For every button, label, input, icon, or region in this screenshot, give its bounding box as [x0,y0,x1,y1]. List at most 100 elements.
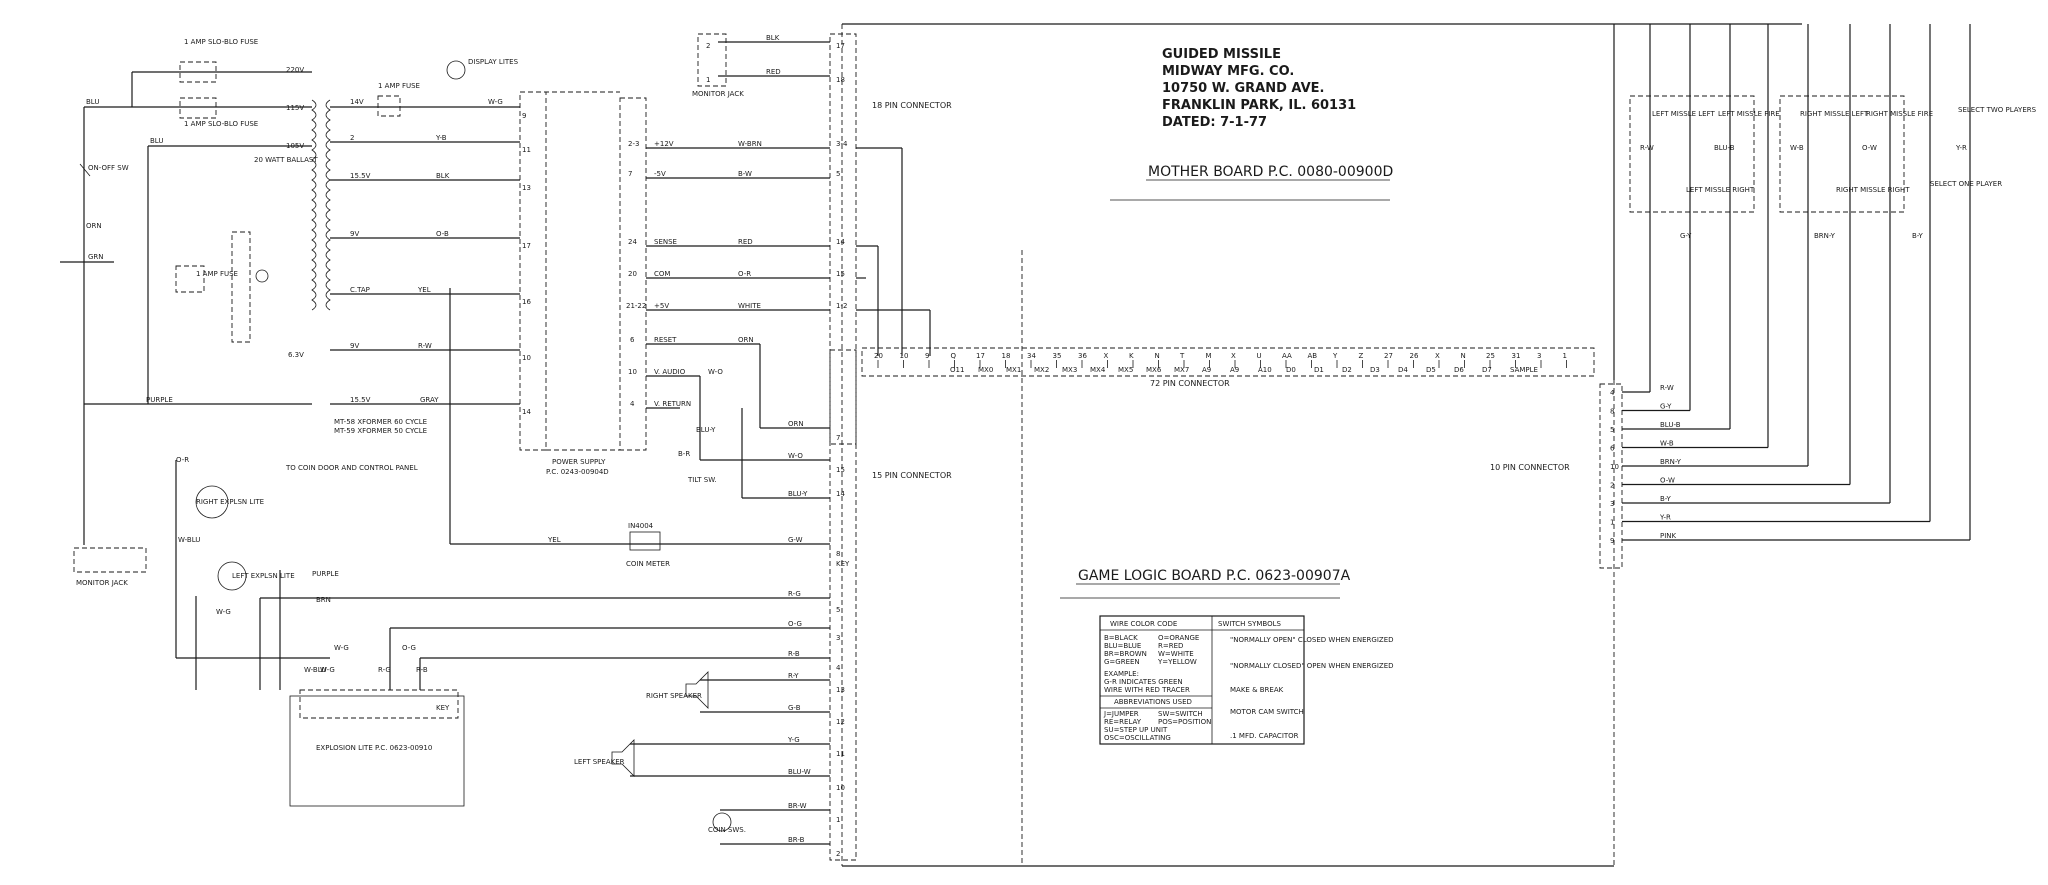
out-pins-1: 2-3 [628,140,639,148]
connector-72-pin: 72 PIN CONNECTOR [861,347,1595,388]
conn10-pin: 3 [1610,500,1614,508]
lbl-o-w: O-W [1862,144,1877,152]
out-pins-6: 6 [630,336,635,344]
pin72-signal: A10 [1258,366,1272,374]
yel-label: YEL [547,536,561,544]
c15-color-13: BR-B [788,836,805,844]
pin72-label: 27 [1384,352,1393,360]
legend-abbrev-l1: J=JUMPER [1103,710,1139,718]
blu-y-label: BLU-Y [696,426,716,434]
out-name-4: COM [654,270,670,278]
mon-conn-1: 17 [836,42,845,50]
coin-sws-label: COIN SWS. [708,826,746,834]
out-color-3: RED [738,238,753,246]
ps-pin-3: 13 [522,184,531,192]
connector-10-label: 10 PIN CONNECTOR [1490,463,1570,472]
connector-72-label: 72 PIN CONNECTOR [1150,379,1230,388]
tap-220v: 220V [286,66,304,74]
tap-label-4: 9V [350,230,359,238]
left-speaker-icon [611,739,635,777]
c15-color-5: R-G [788,590,801,598]
b-r-label: B-R [678,450,690,458]
mains-wiring: BLU BLU ORN GRN PURPLE ON-OFF SW 1 AMP S… [60,33,744,587]
control-panel-switches: LEFT MISSLE LEFT LEFT MISSLE FIRE LEFT M… [1614,23,2037,240]
c15-color-1: ORN [788,420,804,428]
lbl-b-y: B-Y [1912,232,1923,240]
pin72-label: AA [1282,352,1292,360]
c15-color-3: BLU-Y [788,490,808,498]
legend-color-r4: Y=YELLOW [1157,658,1197,666]
c15-color-9: G-B [788,704,801,712]
lbl-y-r: Y-R [1955,144,1967,152]
tap-label-1: 14V [350,98,364,106]
r-g-2-label: R-G [378,666,391,674]
pin72-label: Z [1359,352,1364,360]
fuse-lite-label: 1 AMP FUSE [378,82,420,90]
tap-label-5: C.TAP [350,286,370,294]
legend-example-2: WIRE WITH RED TRACER [1104,686,1190,694]
conn10-pin: 6 [1610,445,1615,453]
sw-left-missile-left: LEFT MISSLE LEFT [1652,110,1715,118]
pin72-label: 34 [1027,352,1036,360]
title-block: GUIDED MISSILE MIDWAY MFG. CO. 10750 W. … [1162,47,1356,130]
sw-select-one: SELECT ONE PLAYER [1930,180,2002,188]
game-logic-title: GAME LOGIC BOARD P.C. 0623-00907A [1060,568,1351,599]
pin72-signal: MX0 [978,366,993,374]
c15-pin-3: 14 [836,490,845,498]
sw-right-missile-left: RIGHT MISSLE LEFT [1800,110,1869,118]
left-expl-label: LEFT EXPLSN LITE [232,572,295,580]
wire-label-6: R-W [418,342,432,350]
pin72-label: T [1179,352,1185,360]
legend-color-l2: BLU=BLUE [1104,642,1141,650]
sw-right-missile-fire: RIGHT MISSLE FIRE [1866,110,1933,118]
pin72-label: N [1461,352,1466,360]
out-name-5: +5V [654,302,669,310]
pin72-label: M [1206,352,1212,360]
monitor-jack-top-label: MONITOR JACK [692,90,744,98]
conn10-color: Y-R [1659,514,1671,522]
right-expl-label: RIGHT EXPLSN LITE [196,498,264,506]
conn10-pin: 1 [1610,519,1614,527]
wire-label-4: O-B [436,230,449,238]
wire-purple: PURPLE [146,396,173,404]
pin72-label: 36 [1078,352,1087,360]
connector-15-pin: 15 PIN CONNECTOR [829,349,952,861]
connector-10-pin: 10 PIN CONNECTOR [1490,383,1623,569]
tilt-label: TILT SW. [687,476,717,484]
pin72-signal: MX2 [1034,366,1049,374]
left-explosion-lamp [217,561,247,591]
pin72-label: 25 [1486,352,1495,360]
tap-115v: 115V [286,104,304,112]
legend-color-l3: BR=BROWN [1104,650,1147,658]
o-r-label: O-R [176,456,189,464]
pin72-signal: A9 [1202,366,1211,374]
title-line-3: 10750 W. GRAND AVE. [1162,81,1325,96]
fuse-top-label: 1 AMP SLO-BLO FUSE [184,38,258,46]
legend-example-1: G-R INDICATES GREEN [1104,678,1183,686]
out-name-1: +12V [654,140,674,148]
pin72-label: 31 [1512,352,1521,360]
c15-pin-8: 13 [836,686,845,694]
legend-color-r3: W=WHITE [1158,650,1194,658]
mon-color-1: BLK [766,34,780,42]
pin72-label: Q [951,352,957,360]
c15-color-11: BLU-W [788,768,811,776]
out-pins-3: 24 [628,238,637,246]
legend-example-title: EXAMPLE: [1104,670,1139,678]
pin72-signal: SAMPLE [1510,366,1538,374]
pin72-label: X [1104,352,1109,360]
out-pins-5: 21-22 [626,302,646,310]
title-line-5: DATED: 7-1-77 [1162,115,1267,130]
display-lites-label: DISPLAY LITES [468,58,519,66]
c15-pin-1: 7 [836,434,840,442]
on-off-switch: ON-OFF SW [88,164,129,172]
power-supply-label-2: P.C. 0243-00904D [546,468,609,476]
c15-pin-9: 12 [836,718,845,726]
legend-sym-5: .1 MFD. CAPACITOR [1230,732,1299,740]
mon-conn-2: 18 [836,76,845,84]
wire-orn: ORN [86,222,102,230]
legend-sym-4: MOTOR CAM SWITCH [1230,708,1304,716]
monitor-top-wires: 2 BLK 17 1 RED 18 [706,34,845,84]
